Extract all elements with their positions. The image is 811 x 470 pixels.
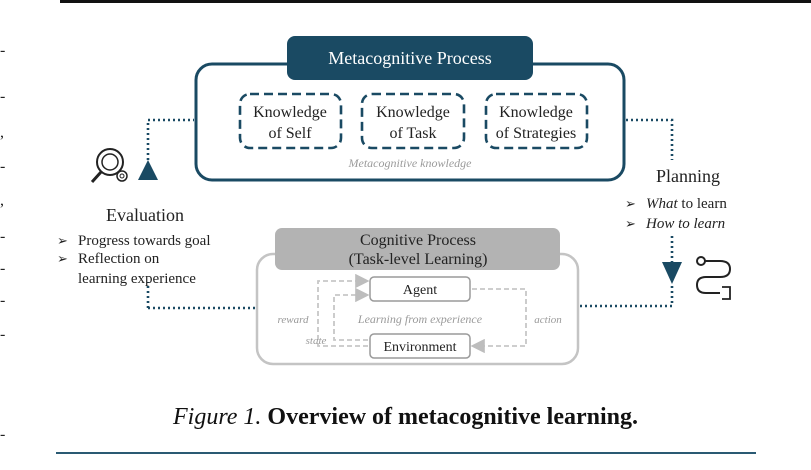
evaluation-bullet1: Progress towards goal [78, 233, 210, 249]
metacognitive-title-tab [287, 36, 533, 80]
knowledge-of-strategies-box [484, 92, 589, 150]
environment-label: Environment [383, 340, 456, 355]
bullet-arrow-icon: ➢ [57, 251, 68, 266]
figure-title: Overview of metacognitive learning. [267, 404, 638, 430]
up-arrow-icon [138, 160, 158, 180]
margin-dash: - [0, 88, 6, 105]
margin-comma: , [0, 124, 4, 141]
knowledge-of-task-line1: Knowledge [376, 104, 450, 121]
margin-dash: - [0, 42, 6, 59]
metacognitive-title: Metacognitive Process [328, 48, 491, 68]
environment-box [369, 333, 471, 359]
cognitive-title-line1: Cognitive Process [360, 232, 476, 249]
evaluation-bullet2-line1: Reflection on [78, 251, 160, 267]
route-icon [695, 256, 732, 300]
margin-dash: - [0, 158, 6, 175]
planning-connector-bottom [580, 286, 674, 308]
magnifier-gear-icon [90, 148, 128, 184]
margin-dash: - [0, 292, 6, 309]
cognitive-title-tab [275, 228, 560, 270]
action-label: action [534, 314, 562, 326]
planning-connector-top [626, 118, 674, 160]
knowledge-of-self-box [238, 92, 343, 150]
knowledge-of-self-line1: Knowledge [253, 104, 327, 121]
agent-box [369, 276, 471, 302]
planning-bullet1-italic: What [646, 196, 678, 212]
bullet-arrow-icon: ➢ [57, 233, 68, 248]
state-loop [333, 287, 370, 341]
action-loop [470, 288, 527, 354]
knowledge-of-task-line2: of Task [389, 125, 436, 142]
reward-label: reward [278, 314, 309, 326]
bullet-arrow-icon: ➢ [625, 216, 636, 231]
agent-label: Agent [403, 283, 437, 298]
margin-comma: , [0, 192, 4, 209]
planning-bullet1: What to learn [646, 196, 727, 212]
top-rule [60, 0, 811, 3]
evaluation-connector-top [146, 118, 194, 180]
margin-dash: - [0, 228, 6, 245]
state-label: state [306, 335, 327, 347]
bottom-rule [56, 452, 756, 454]
margin-dash: - [0, 260, 6, 277]
knowledge-of-strategies-line2: of Strategies [496, 125, 576, 142]
knowledge-of-strategies-line1: Knowledge [499, 104, 573, 121]
figure-caption: Figure 1. Overview of metacognitive lear… [0, 404, 811, 431]
margin-dash: - [0, 426, 6, 443]
planning-bullet1-rest: to learn [678, 196, 728, 212]
knowledge-of-self-line2: of Self [268, 125, 312, 142]
evaluation-title: Evaluation [106, 205, 184, 225]
bullet-arrow-icon: ➢ [625, 196, 636, 211]
knowledge-of-task-box [360, 92, 466, 150]
planning-bullet2: How to learn [645, 216, 725, 232]
margin-dash: - [0, 326, 6, 343]
evaluation-bullet2-line2: learning experience [78, 271, 196, 287]
reward-loop [317, 273, 370, 347]
down-arrow-icon [662, 262, 682, 284]
planning-title: Planning [656, 166, 720, 186]
figure-number: Figure 1. [172, 404, 262, 430]
cognitive-title-line2: (Task-level Learning) [349, 251, 488, 268]
learning-from-experience-label: Learning from experience [357, 312, 483, 326]
metacognitive-knowledge-label: Metacognitive knowledge [348, 156, 473, 170]
metacognitive-diagram: Metacognitive Process Knowledge of Self … [57, 36, 732, 366]
